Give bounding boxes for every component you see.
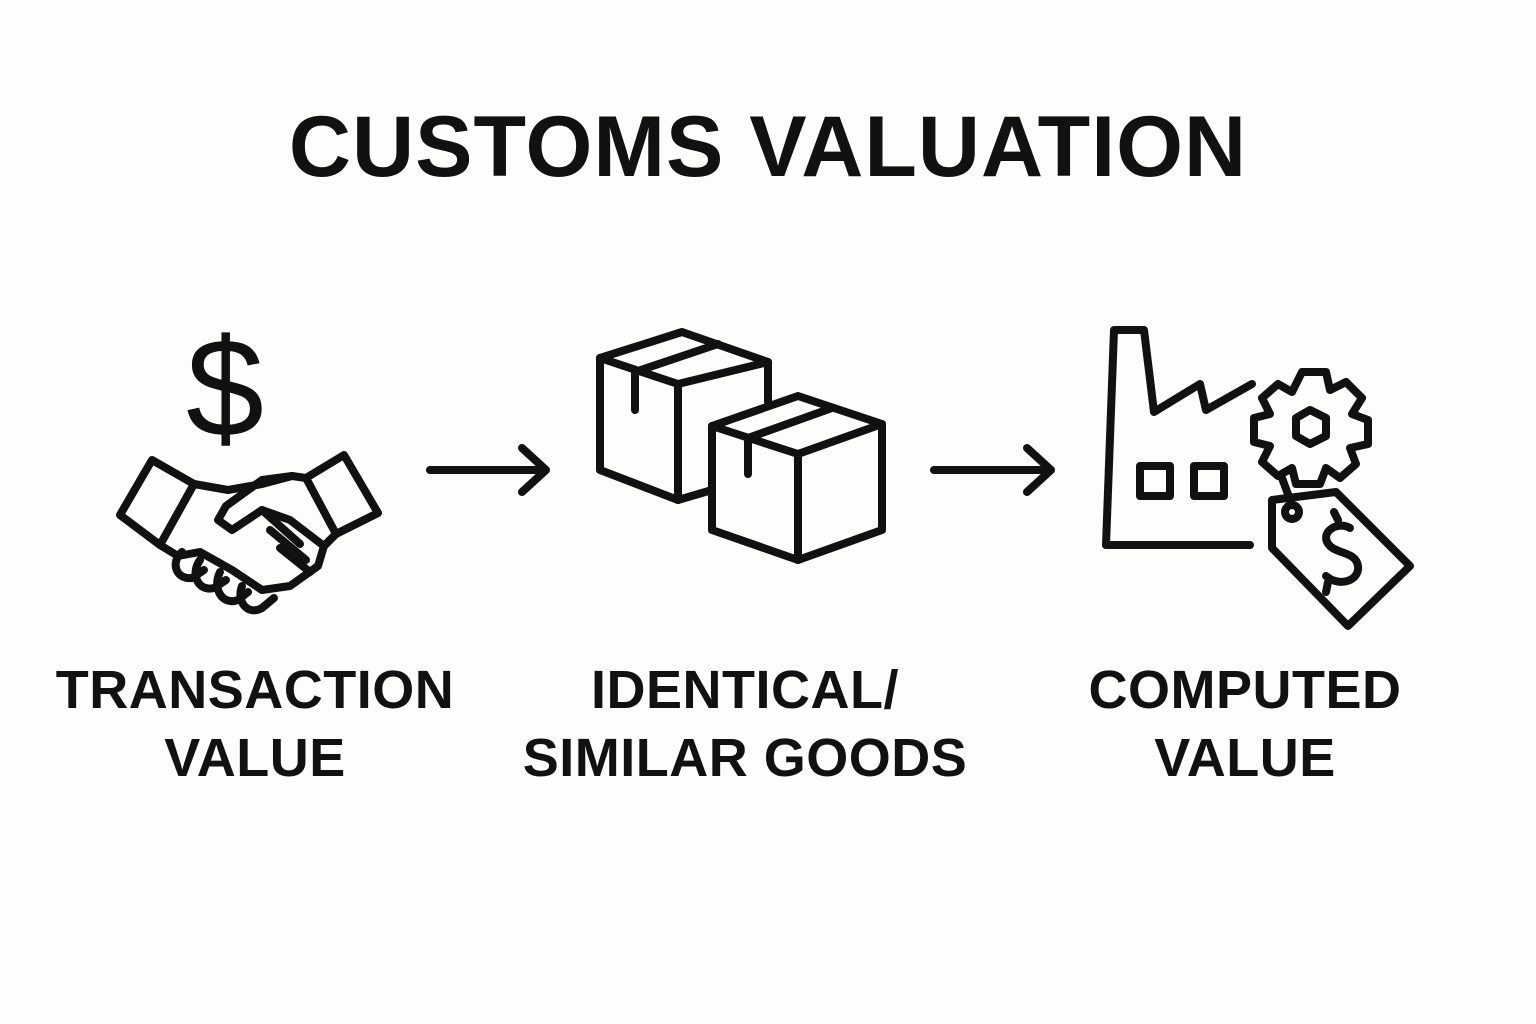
gear-icon [1250,368,1372,488]
step-label-line: SIMILAR GOODS [522,728,968,788]
step-label-line: VALUE [1154,728,1336,788]
step-label-transaction-value: TRANSACTION VALUE [55,656,455,792]
step-label-identical-similar-goods: IDENTICAL/ SIMILAR GOODS [510,656,980,792]
dollar-sign-icon: $ [186,309,264,466]
factory-icon [1102,326,1256,549]
boxes-icon [596,328,886,564]
step-label-computed-value: COMPUTED VALUE [1045,656,1445,792]
arrow-right-icon [426,444,550,496]
step-label-line: TRANSACTION [55,660,455,720]
step-label-line: IDENTICAL/ [591,660,899,720]
step-label-line: COMPUTED [1088,660,1402,720]
handshake-icon [116,451,382,615]
arrow-right-icon [930,444,1055,496]
step-label-line: VALUE [164,728,346,788]
diagram-title: CUSTOMS VALUATION [288,99,1248,195]
price-tag-icon [1268,474,1414,630]
